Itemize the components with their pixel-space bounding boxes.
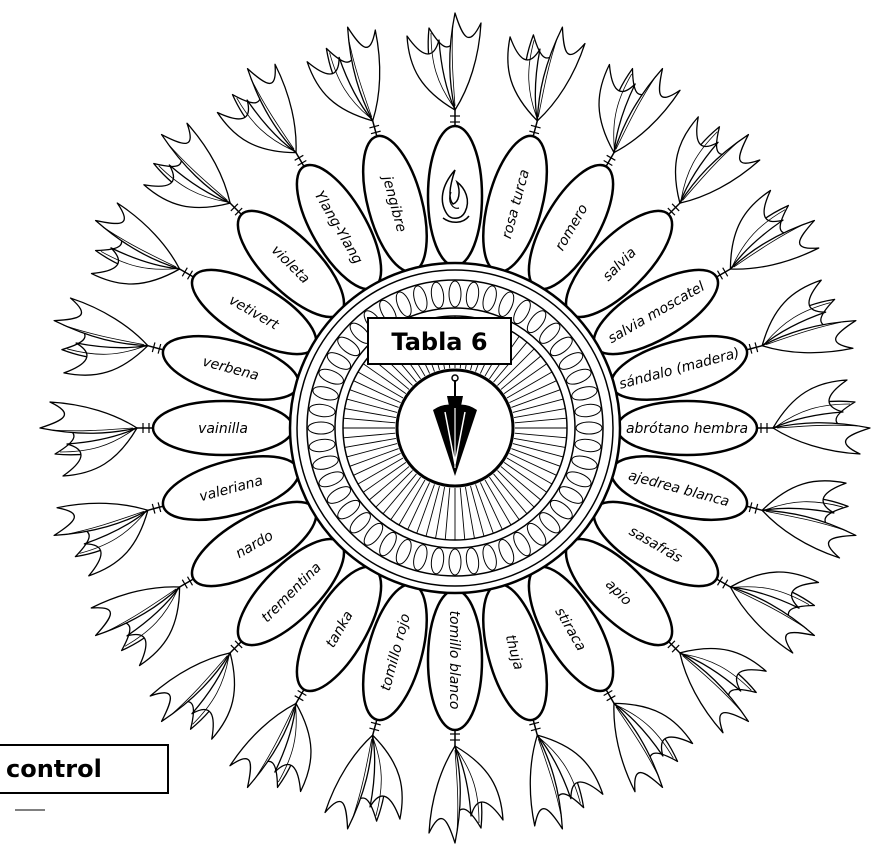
feather-icon: [40, 402, 155, 476]
petal-label: tomillo blanco: [446, 611, 462, 710]
feather-icon: [322, 711, 423, 841]
feather-icon: [407, 13, 481, 128]
feather-icon: [429, 728, 503, 843]
feather-icon: [47, 481, 177, 582]
feather-icon: [72, 198, 209, 320]
feather-icon: [301, 20, 402, 150]
title-box: Tabla 6: [368, 318, 511, 364]
control-label: control: [6, 755, 102, 783]
petal-label: abrótano hembra: [626, 421, 748, 437]
feather-icon: [225, 675, 347, 812]
feather-icon: [486, 15, 587, 145]
petal: [428, 126, 482, 266]
control-box: control: [0, 745, 168, 810]
petal: abrótano hembra: [617, 401, 757, 455]
feather-icon: [508, 705, 609, 835]
feather-icon: [738, 459, 868, 560]
title: Tabla 6: [391, 328, 487, 356]
petal: tomillo blanco: [428, 590, 482, 730]
petal-label: vainilla: [198, 421, 248, 437]
feather-icon: [563, 45, 685, 182]
feather-icon: [732, 274, 862, 375]
feather-icon: [755, 380, 870, 454]
feather-icon: [702, 536, 839, 658]
petal: vainilla: [153, 401, 293, 455]
feather-icon: [42, 295, 172, 396]
